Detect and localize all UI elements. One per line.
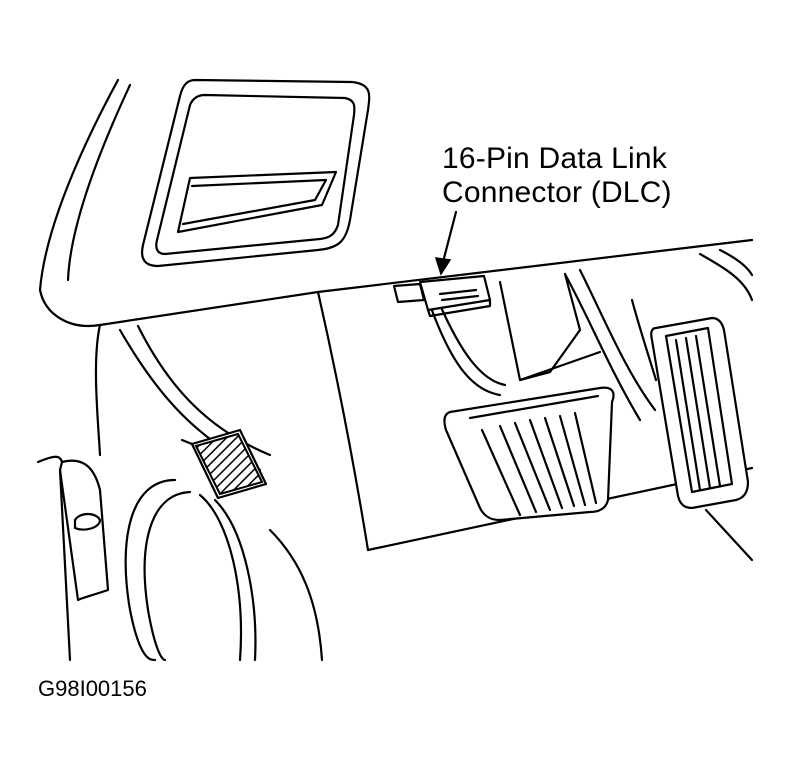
- storage-compartment: [141, 78, 371, 268]
- callout-arrow: [434, 210, 458, 276]
- dlc-callout-label: 16-Pin Data Link Connector (DLC): [442, 142, 672, 210]
- side-trim: [36, 455, 110, 662]
- parking-brake-pedal: [180, 428, 268, 500]
- left-dash-panel: [38, 78, 754, 457]
- callout-line-2: Connector (DLC): [442, 176, 672, 209]
- brake-pedal: [443, 386, 615, 522]
- footwell-opening: [124, 478, 324, 662]
- data-link-connector: [392, 274, 492, 318]
- accelerator-pedal: [630, 248, 754, 562]
- figure-code: G98I00156: [38, 676, 147, 701]
- callout-line-1: 16-Pin Data Link: [442, 142, 667, 175]
- pedal-bracket: [428, 268, 657, 422]
